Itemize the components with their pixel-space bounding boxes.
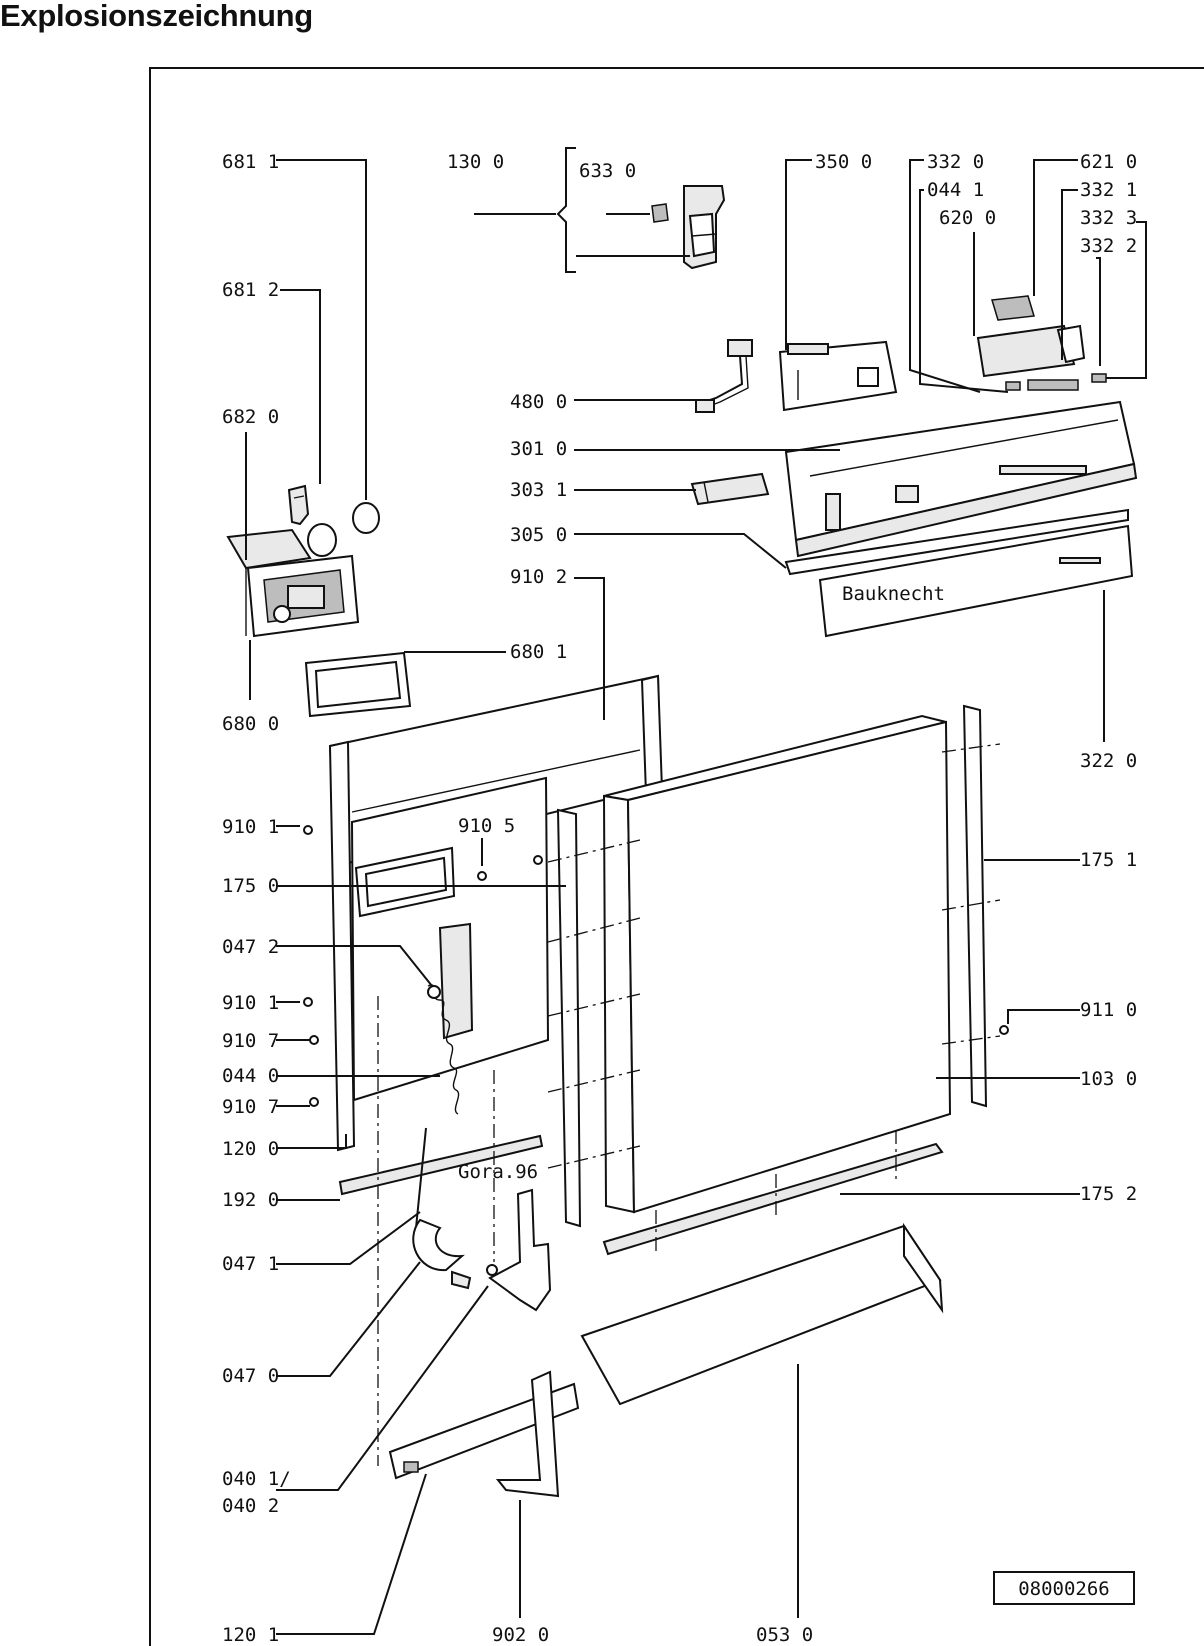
callout-0441: 044 1 <box>927 179 984 201</box>
part-6801-gasket <box>304 651 412 718</box>
callout-3320: 332 0 <box>927 151 984 173</box>
callout-6210: 621 0 <box>1080 151 1137 173</box>
part-6812-clip <box>287 484 310 526</box>
callout-0470: 047 0 <box>222 1365 279 1387</box>
callout-labels: 681 1 130 0 633 0 350 0 332 0 621 0 044 … <box>222 151 1137 1646</box>
drawing-number-box: 08000266 <box>993 1571 1135 1605</box>
callout-3010: 301 0 <box>510 438 567 460</box>
callout-9102: 910 2 <box>510 566 567 588</box>
callout-1920: 192 0 <box>222 1189 279 1211</box>
callout-1030: 103 0 <box>1080 1068 1137 1090</box>
callout-3323: 332 3 <box>1080 207 1137 229</box>
spring-mark-text: Gora.96 <box>458 1161 538 1183</box>
part-0401-hinge-bracket <box>486 1188 552 1312</box>
part-1201-bottom-bracket <box>388 1382 580 1480</box>
part-9020-l-bracket <box>495 1370 560 1498</box>
callout-9105: 910 5 <box>458 815 515 837</box>
callout-1201: 120 1 <box>222 1624 279 1646</box>
callout-1751: 175 1 <box>1080 849 1137 871</box>
callout-6330: 633 0 <box>579 160 636 182</box>
part-6811-knob <box>352 502 380 534</box>
callout-4800: 480 0 <box>510 391 567 413</box>
part-3010-control-panel <box>784 400 1138 558</box>
callout-1200: 120 0 <box>222 1138 279 1160</box>
part-0470-hinge-arm <box>412 1127 472 1290</box>
callout-1300: 130 0 <box>447 151 504 173</box>
part-4800-cable <box>695 339 753 413</box>
screws <box>303 825 1009 1107</box>
part-6800-dispenser <box>226 523 360 638</box>
assembly-lines <box>377 743 1001 1466</box>
part-1750-side-strip <box>556 808 582 1228</box>
callout-6811: 681 1 <box>222 151 279 173</box>
callout-3220: 322 0 <box>1080 750 1137 772</box>
part-1300-door-lock <box>651 185 726 270</box>
part-3500-control-board <box>778 340 898 412</box>
callout-3500: 350 0 <box>815 151 872 173</box>
callout-9101a: 910 1 <box>222 816 279 838</box>
callout-6812: 681 2 <box>222 279 279 301</box>
callout-0472: 047 2 <box>222 936 279 958</box>
callout-9107a: 910 7 <box>222 1030 279 1052</box>
drawing-frame <box>149 67 1204 1646</box>
part-3031-handle <box>690 472 770 506</box>
callout-3031: 303 1 <box>510 479 567 501</box>
part-0530-kick-plate <box>580 1222 944 1406</box>
part-1030-door-panel <box>602 714 952 1214</box>
page-title: Explosionszeichnung <box>0 0 313 33</box>
fascia-brand-text: Bauknecht <box>842 583 945 605</box>
callout-3322: 332 2 <box>1080 235 1137 257</box>
part-6200-switch-module <box>976 295 1107 391</box>
part-0440-spring <box>427 922 474 1115</box>
callout-0471: 047 1 <box>222 1253 279 1275</box>
callout-6820: 682 0 <box>222 406 279 428</box>
callout-9101b: 910 1 <box>222 992 279 1014</box>
callout-3050: 305 0 <box>510 524 567 546</box>
callout-0440: 044 0 <box>222 1065 279 1087</box>
callout-0530: 053 0 <box>756 1624 813 1646</box>
callout-6800: 680 0 <box>222 713 279 735</box>
part-3050-panel-trim <box>784 508 1129 576</box>
callout-0401: 040 1/ <box>222 1468 291 1490</box>
callout-3321: 332 1 <box>1080 179 1137 201</box>
callout-1752: 175 2 <box>1080 1183 1137 1205</box>
callout-1750: 175 0 <box>222 875 279 897</box>
callout-9110: 911 0 <box>1080 999 1137 1021</box>
callout-9107b: 910 7 <box>222 1096 279 1118</box>
callout-0402: 040 2 <box>222 1495 279 1517</box>
drawing-number: 08000266 <box>1018 1578 1110 1600</box>
part-1920-strip <box>338 1134 544 1196</box>
callout-6200: 620 0 <box>939 207 996 229</box>
callout-6801: 680 1 <box>510 641 567 663</box>
part-3220-fascia: Bauknecht <box>818 524 1134 638</box>
leader-lines <box>245 147 1147 1635</box>
part-1752-bottom-rail <box>602 1142 944 1256</box>
callout-9020: 902 0 <box>492 1624 549 1646</box>
part-1751-side-strip <box>962 704 988 1108</box>
